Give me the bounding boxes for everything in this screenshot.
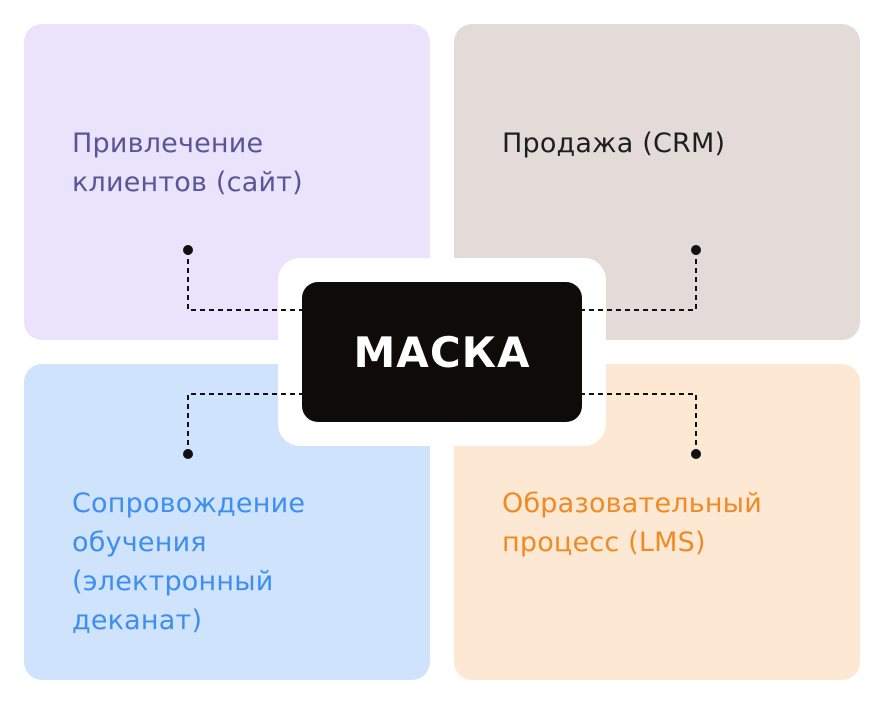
label-educational-process: Образовательный процесс (LMS) — [502, 484, 822, 562]
connector-top-left — [187, 250, 302, 311]
connector-dot-top-right — [691, 245, 701, 255]
center-title: МАСКА — [353, 327, 531, 377]
label-sales-crm: Продажа (CRM) — [502, 124, 822, 163]
connector-dot-bottom-right — [691, 449, 701, 459]
label-line: Продажа (CRM) — [502, 128, 726, 159]
connector-top-right — [582, 250, 697, 311]
label-line: Образовательный — [502, 488, 762, 519]
connector-bottom-right — [582, 393, 697, 454]
connector-bottom-left — [187, 393, 302, 454]
center-node: МАСКА — [302, 282, 582, 422]
label-line: процесс (LMS) — [502, 527, 706, 558]
connector-dot-bottom-left — [183, 449, 193, 459]
label-line: Сопровождение — [72, 488, 306, 519]
label-line: клиентов (сайт) — [72, 167, 303, 198]
label-client-acquisition: Привлечение клиентов (сайт) — [72, 124, 372, 202]
label-line: (электронный — [72, 566, 274, 597]
label-education-support: Сопровождение обучения (электронный дека… — [72, 484, 372, 640]
label-line: деканат) — [72, 605, 203, 636]
label-line: Привлечение — [72, 128, 264, 159]
connector-dot-top-left — [183, 245, 193, 255]
label-line: обучения — [72, 527, 207, 558]
